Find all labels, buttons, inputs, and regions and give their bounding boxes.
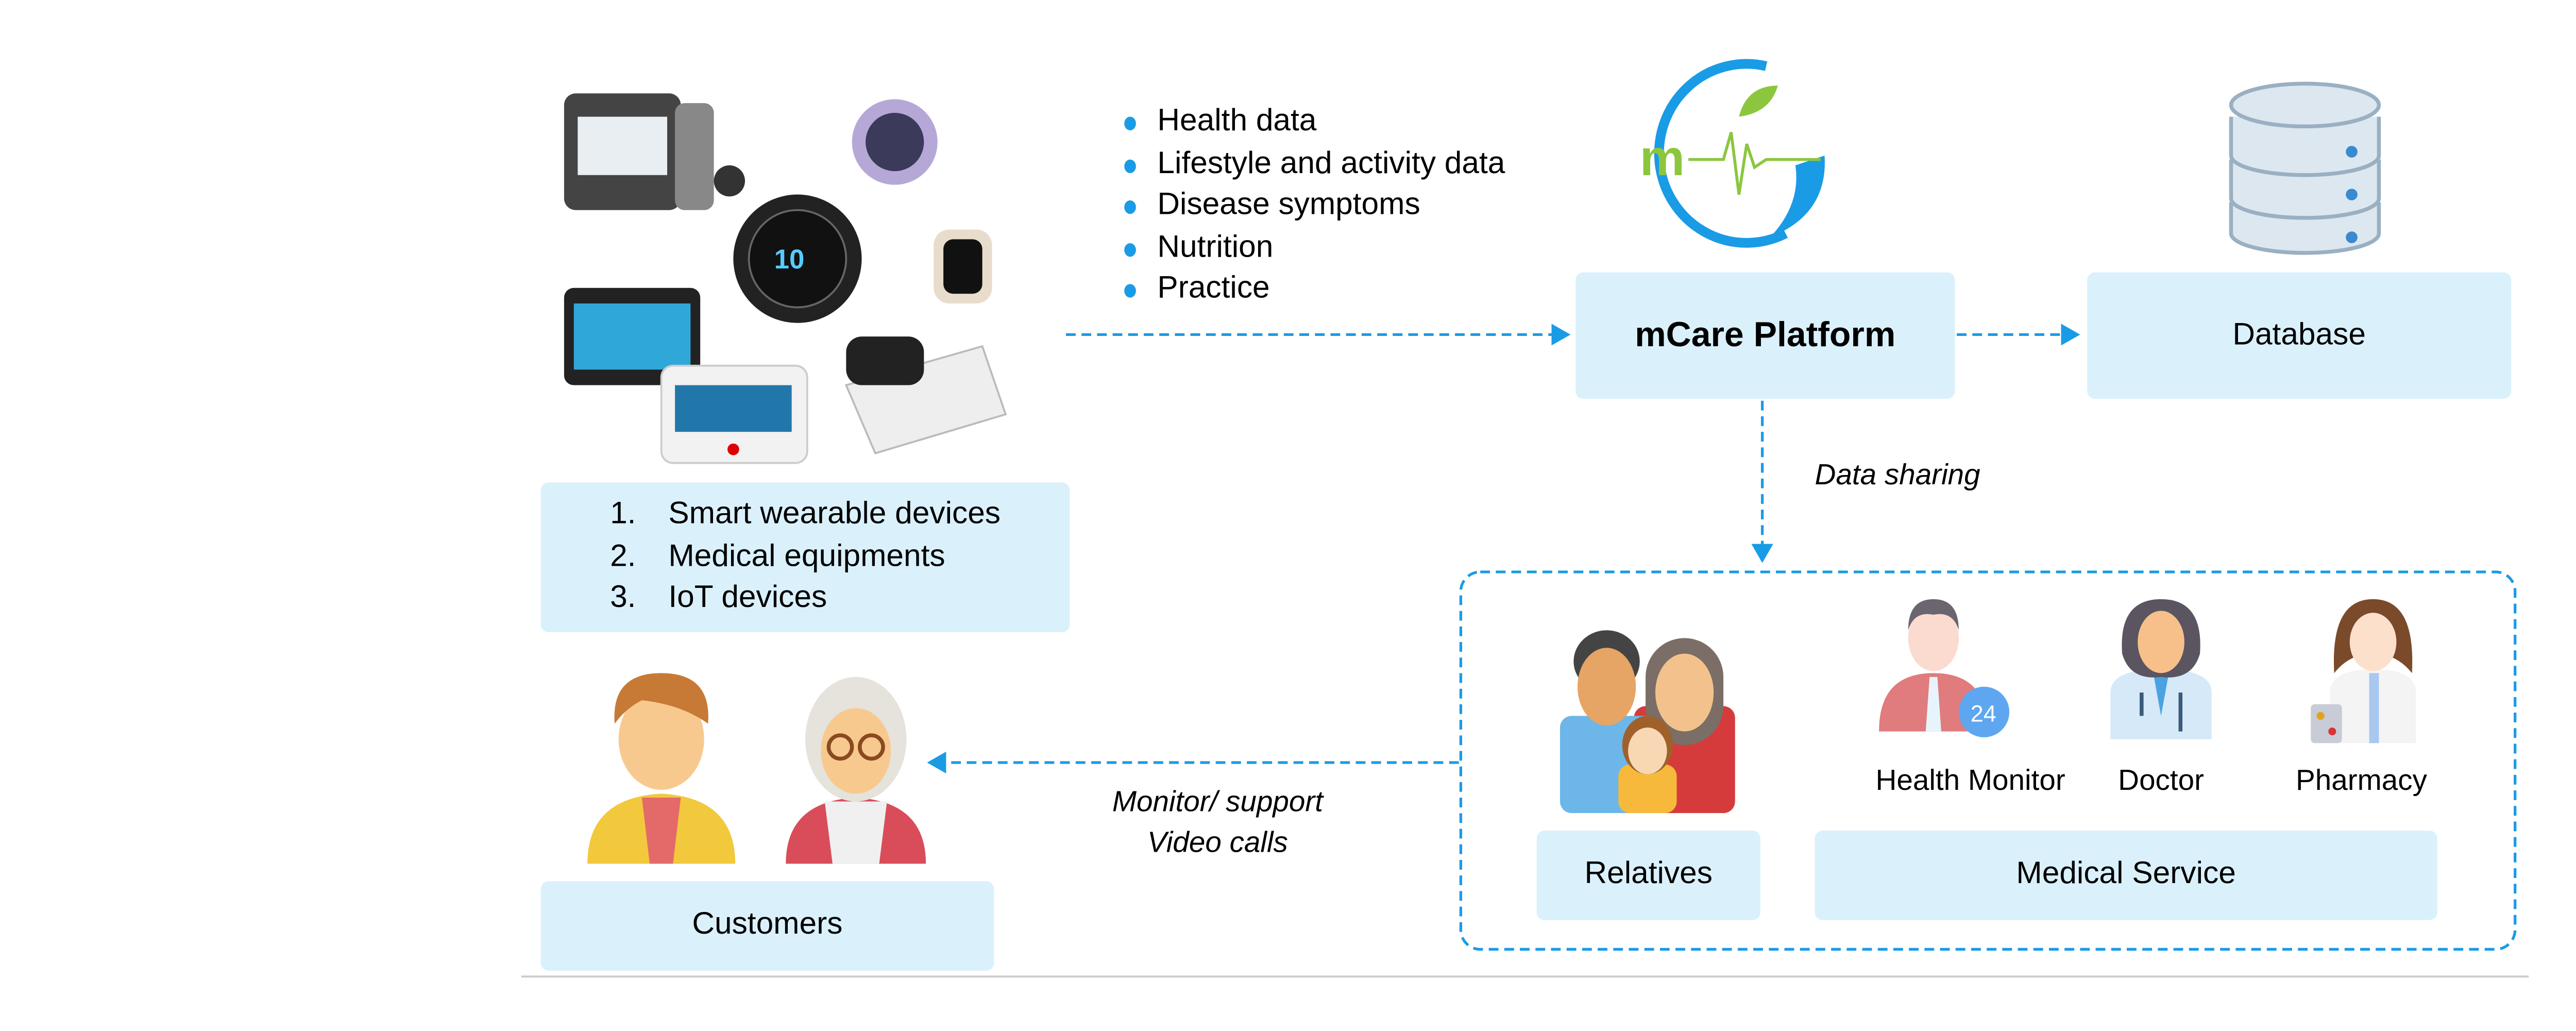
svg-text:m: m bbox=[1640, 129, 1685, 186]
customers-label: Customers bbox=[692, 908, 843, 942]
data-item: Nutrition bbox=[1124, 227, 1505, 268]
device-type-item: 2. Medical equipments bbox=[610, 536, 1001, 578]
monitor-support-label: Monitor/ support Video calls bbox=[1062, 782, 1373, 864]
doctor-icon bbox=[2110, 599, 2212, 739]
platform-label: mCare Platform bbox=[1635, 315, 1896, 354]
pharmacy-icon bbox=[2311, 599, 2416, 743]
item-number: 3. bbox=[610, 582, 636, 616]
role-doctor: Doctor bbox=[2118, 764, 2204, 798]
item-label: Medical equipments bbox=[668, 540, 945, 573]
role-pharmacy: Pharmacy bbox=[2295, 764, 2427, 798]
data-item: Disease symptoms bbox=[1124, 185, 1505, 227]
item-label: IoT devices bbox=[668, 582, 827, 616]
omron-bp-icon bbox=[844, 345, 1007, 454]
medical-service-box: Medical Service bbox=[1815, 831, 2437, 920]
item-number: 2. bbox=[610, 540, 636, 573]
monitor-support-line: Monitor/ support bbox=[1112, 786, 1324, 819]
devices-illustration: 10 bbox=[564, 93, 1007, 464]
role-health-monitor: Health Monitor bbox=[1875, 764, 2065, 798]
relatives-box: Relatives bbox=[1536, 831, 1760, 920]
data-item: Practice bbox=[1124, 268, 1505, 310]
mcare-logo: m bbox=[1640, 59, 1825, 248]
item-label: Smart wearable devices bbox=[668, 498, 1001, 532]
device-type-item: 3. IoT devices bbox=[610, 578, 1001, 620]
health-monitor-icon: 24 bbox=[1879, 599, 2010, 737]
badge-24: 24 bbox=[1971, 701, 1996, 727]
data-sharing-label: Data sharing bbox=[1815, 459, 1980, 493]
customers-box: Customers bbox=[540, 881, 994, 971]
data-item: Health data bbox=[1124, 101, 1505, 143]
services-group-border bbox=[1459, 570, 2517, 951]
relatives-label: Relatives bbox=[1584, 857, 1713, 891]
data-items-list: Health data Lifestyle and activity data … bbox=[1124, 101, 1505, 310]
device-types-list: 1. Smart wearable devices 2. Medical equip… bbox=[610, 495, 1001, 620]
database-box: Database bbox=[2087, 272, 2512, 399]
video-calls-line: Video calls bbox=[1147, 826, 1288, 860]
mcare-platform-box: mCare Platform bbox=[1575, 272, 1955, 399]
database-icon bbox=[2229, 81, 2381, 255]
database-label: Database bbox=[2232, 318, 2366, 351]
device-types-box: 1. Smart wearable devices 2. Medical equip… bbox=[540, 482, 1070, 633]
family-icon bbox=[1560, 630, 1735, 814]
svg-text:10: 10 bbox=[774, 244, 805, 275]
device-type-item: 1. Smart wearable devices bbox=[610, 495, 1001, 536]
data-item: Lifestyle and activity data bbox=[1124, 143, 1505, 184]
item-number: 1. bbox=[610, 498, 636, 532]
medical-service-label: Medical Service bbox=[2016, 857, 2236, 891]
customers-icon bbox=[587, 673, 926, 864]
